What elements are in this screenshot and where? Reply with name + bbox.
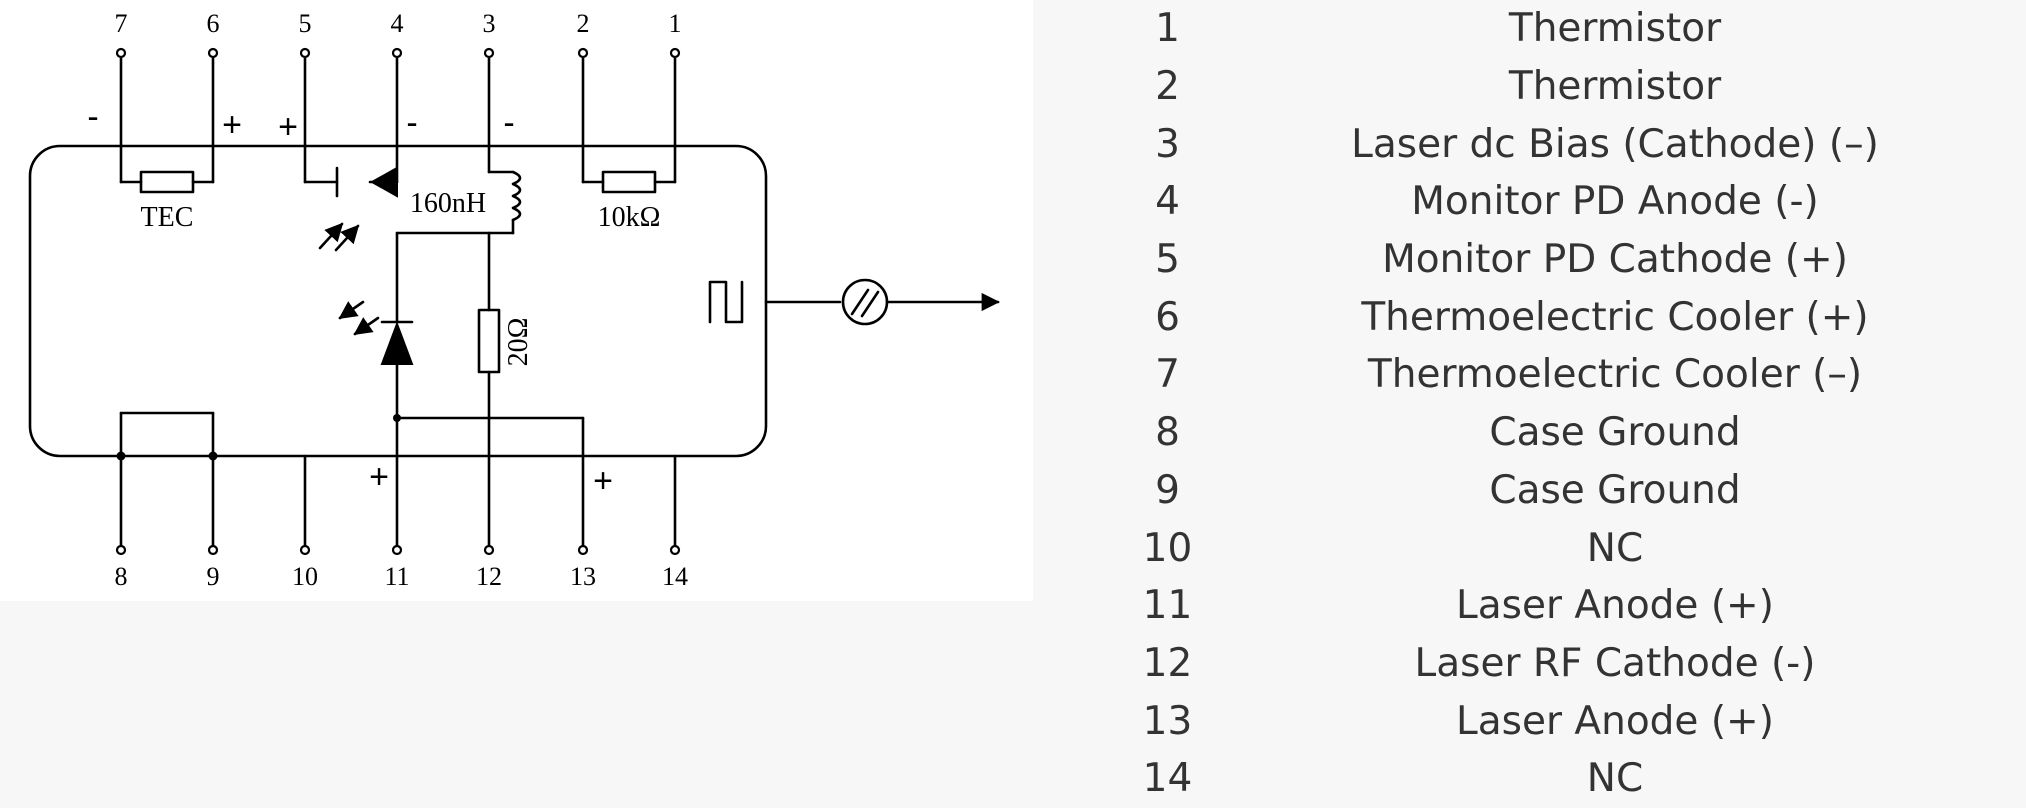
pin-description-cell: Thermistor	[1508, 64, 1722, 110]
top-pin-label: 2	[577, 9, 590, 38]
pin-number-cell: 3	[1155, 121, 1180, 167]
bottom-pin-label: 9	[207, 562, 220, 591]
pin-description-cell: NC	[1586, 756, 1644, 802]
table-row: 6 Thermoelectric Cooler (+)	[1090, 288, 2026, 346]
pin-number-cell: 13	[1142, 698, 1193, 744]
pin-description-cell: Case Ground	[1489, 410, 1741, 456]
pin-description-cell: Laser dc Bias (Cathode) (–)	[1351, 121, 1879, 167]
top-pin-leads	[119, 53, 677, 184]
polarity-sign: +	[369, 458, 389, 496]
polarity-sign: -	[503, 104, 514, 142]
pin-description-cell: Thermoelectric Cooler (–)	[1367, 352, 1863, 398]
table-row: 14 NC	[1090, 750, 2026, 808]
table-row: 7 Thermoelectric Cooler (–)	[1090, 346, 2026, 404]
resistor-element	[477, 308, 501, 420]
table-row: 10 NC	[1090, 519, 2026, 577]
pin-description-cell: NC	[1586, 525, 1644, 571]
bottom-pin-label: 8	[115, 562, 128, 591]
tec-element	[119, 170, 215, 194]
top-pin-label: 4	[391, 9, 404, 38]
pin-number-cell: 1	[1155, 6, 1180, 52]
top-pin-label: 3	[483, 9, 496, 38]
pin-description-cell: Laser Anode (+)	[1456, 583, 1774, 629]
table-row: 1 Thermistor	[1090, 0, 2026, 58]
polarity-sign: -	[87, 98, 98, 136]
laser-diode	[338, 231, 491, 420]
pin-description-cell: Monitor PD Cathode (+)	[1382, 237, 1848, 283]
table-row: 5 Monitor PD Cathode (+)	[1090, 231, 2026, 289]
polarity-sign: +	[222, 106, 242, 144]
inductor-element	[487, 170, 522, 312]
top-pin-label: 7	[115, 9, 128, 38]
resistor-label: 20Ω	[503, 318, 534, 367]
polarity-sign: +	[593, 462, 613, 500]
pin-description-cell: Case Ground	[1489, 467, 1741, 513]
monitor-photodiode	[303, 166, 399, 252]
table-row: 12 Laser RF Cathode (-)	[1090, 635, 2026, 693]
bottom-pin-label: 13	[570, 562, 596, 591]
table-row: 4 Monitor PD Anode (-)	[1090, 173, 2026, 231]
pin-description-cell: Thermistor	[1508, 6, 1722, 52]
pin-number-cell: 14	[1142, 756, 1193, 802]
top-pin-label: 1	[669, 9, 682, 38]
table-row: 3 Laser dc Bias (Cathode) (–)	[1090, 115, 2026, 173]
pin-description-cell: Monitor PD Anode (-)	[1411, 179, 1819, 225]
table-row: 13 Laser Anode (+)	[1090, 692, 2026, 750]
pin-description-cell: Laser Anode (+)	[1456, 698, 1774, 744]
bottom-pin-label: 14	[662, 562, 688, 591]
pin-number-cell: 5	[1155, 237, 1180, 283]
pin-number-cell: 10	[1142, 525, 1193, 571]
table-row: 9 Case Ground	[1090, 462, 2026, 520]
pin-description-cell: Thermoelectric Cooler (+)	[1361, 294, 1869, 340]
pin-number-cell: 2	[1155, 64, 1180, 110]
case-ground	[116, 411, 218, 550]
pin-number-cell: 11	[1142, 583, 1193, 629]
optical-output	[708, 278, 1000, 326]
inductor-label: 160nH	[410, 188, 486, 219]
top-pin-label: 5	[299, 9, 312, 38]
table-row: 2 Thermistor	[1090, 58, 2026, 116]
bottom-pin-label: 10	[292, 562, 318, 591]
tec-label: TEC	[141, 202, 194, 233]
top-pin-label: 6	[207, 9, 220, 38]
pinout-diagram: 7 6 5 4 3 2 1 8 9 10 11 12 13 14 - + + -…	[0, 0, 1033, 601]
internal-bus	[393, 414, 585, 550]
bottom-pin-label: 12	[476, 562, 502, 591]
nc-leads	[303, 454, 677, 550]
thermistor-label: 10kΩ	[598, 202, 661, 233]
thermistor-element	[581, 170, 677, 194]
pin-number-cell: 6	[1155, 294, 1180, 340]
table-row: 11 Laser Anode (+)	[1090, 577, 2026, 635]
table-row: 8 Case Ground	[1090, 404, 2026, 462]
pin-number-cell: 7	[1155, 352, 1180, 398]
bottom-pin-label: 11	[384, 562, 409, 591]
polarity-sign: -	[406, 104, 417, 142]
schematic-svg: 7 6 5 4 3 2 1 8 9 10 11 12 13 14 - + + -…	[28, 9, 1000, 591]
pin-description-cell: Laser RF Cathode (-)	[1414, 640, 1816, 686]
pin-number-cell: 8	[1155, 410, 1180, 456]
pin-terminals	[115, 47, 681, 556]
pin-number-cell: 12	[1142, 640, 1193, 686]
pin-number-cell: 4	[1155, 179, 1180, 225]
polarity-sign: +	[278, 108, 298, 146]
pin-number-cell: 9	[1155, 467, 1180, 513]
